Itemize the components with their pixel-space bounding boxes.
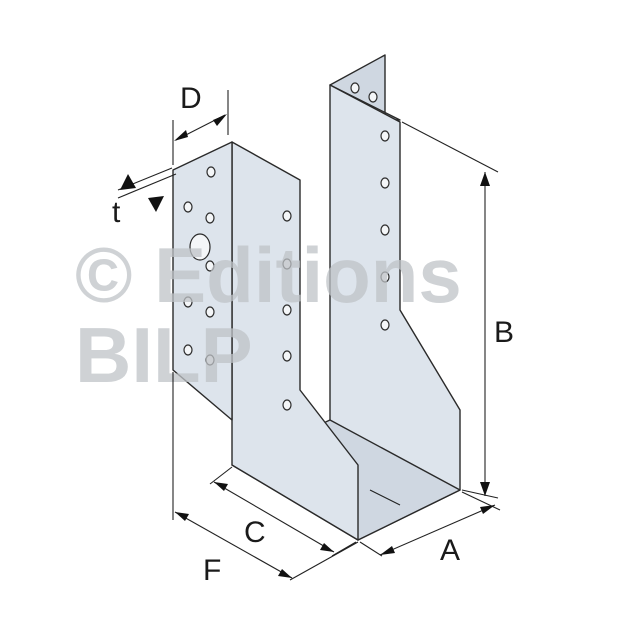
side-holes <box>282 210 292 411</box>
label-b: B <box>494 316 514 349</box>
flange-holes <box>183 166 216 366</box>
side-panel <box>231 141 359 541</box>
dimension-d <box>172 90 229 165</box>
dimension-f <box>172 372 359 581</box>
dimension-b <box>401 121 499 499</box>
dimension-t <box>117 167 177 212</box>
label-t: t <box>112 196 121 229</box>
label-d: D <box>180 82 202 115</box>
watermark-line1: © Editions <box>75 231 462 319</box>
back-holes <box>350 82 390 331</box>
watermark-line2: BILP <box>75 311 253 399</box>
label-c: C <box>244 516 266 549</box>
label-a: A <box>440 534 460 567</box>
label-f: F <box>203 554 221 587</box>
dimension-a <box>359 491 501 557</box>
base-slot <box>369 489 401 506</box>
